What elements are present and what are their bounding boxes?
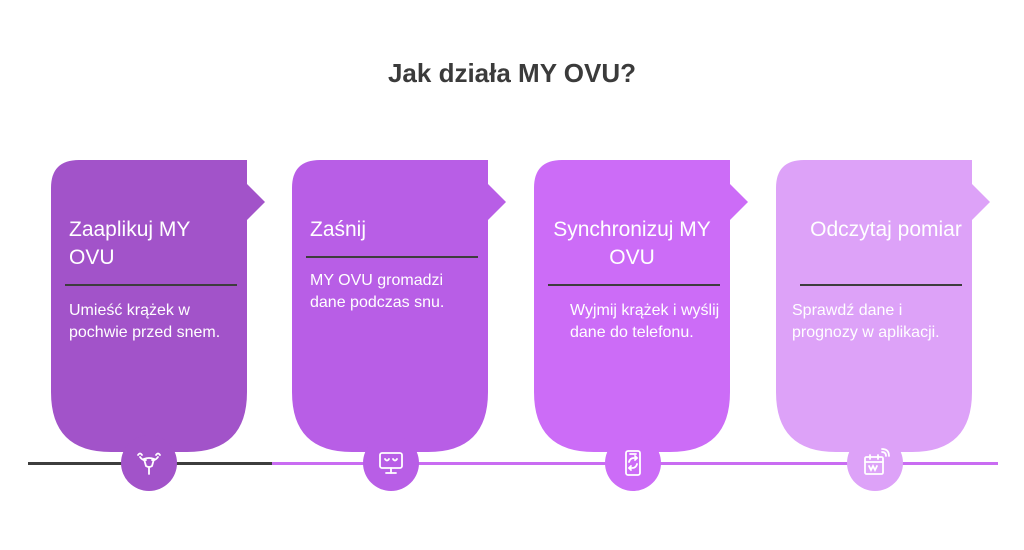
step-card-shape (776, 160, 990, 452)
step-card-1: Zaaplikuj MY OVU Umieść krążek w pochwie… (51, 160, 265, 452)
step-description: Sprawdź dane i prognozy w aplikacji. (792, 302, 940, 341)
step-description: Umieść krążek w pochwie przed snem. (69, 302, 221, 341)
phone-sync-icon (605, 435, 661, 491)
step-divider (548, 284, 720, 286)
step-card-shape (534, 160, 748, 452)
step-card-shape (292, 160, 506, 452)
step-divider (306, 256, 478, 258)
uterus-icon (121, 435, 177, 491)
page-title: Jak działa MY OVU? (387, 58, 637, 88)
step-title: Synchronizuj MY OVU (553, 218, 711, 269)
step-card-2: Zaśnij MY OVU gromadzi dane podczas snu. (292, 160, 506, 452)
step-card-4: Odczytaj pomiar Sprawdź dane i prognozy … (776, 160, 990, 452)
step-title: Zaaplikuj MY OVU (69, 218, 190, 269)
step-title: Zaśnij (310, 218, 367, 241)
step-title: Odczytaj pomiar (810, 218, 962, 241)
monitor-sleep-icon (363, 435, 419, 491)
step-card-shape (51, 160, 265, 452)
step-description: Wyjmij krążek i wyślij dane do telefonu. (570, 302, 720, 341)
step-divider (65, 284, 237, 286)
step-card-3: Synchronizuj MY OVU Wyjmij krążek i wyśl… (534, 160, 748, 452)
step-description: MY OVU gromadzi dane podczas snu. (310, 272, 445, 311)
calendar-cast-icon (847, 435, 903, 491)
step-divider (800, 284, 962, 286)
